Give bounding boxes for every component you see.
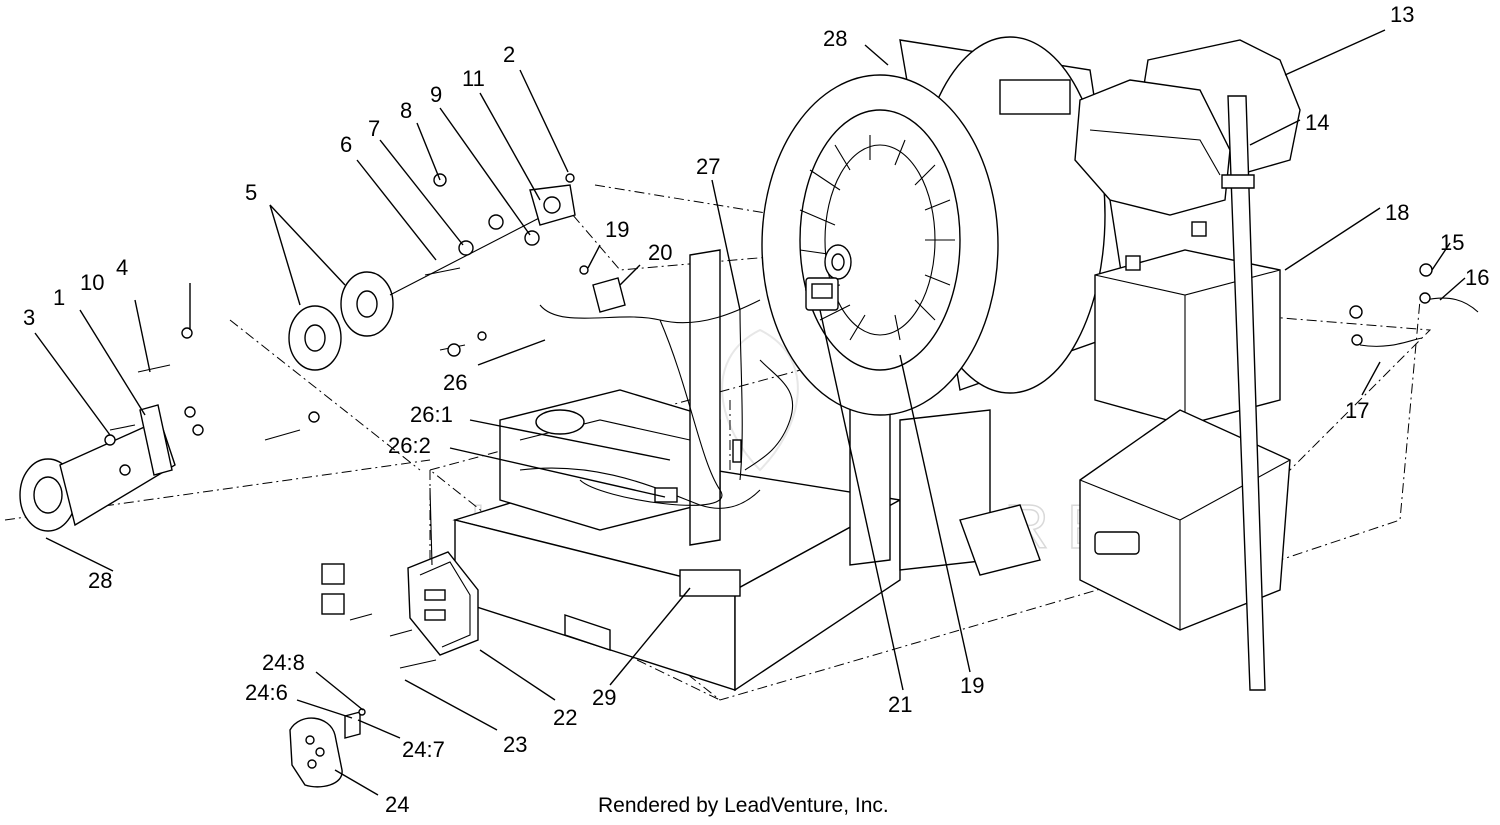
callout-7: 7 <box>368 116 380 141</box>
battery-cables <box>1349 263 1479 347</box>
callout-13: 13 <box>1390 2 1414 27</box>
callout-6: 6 <box>340 132 352 157</box>
callout-27: 27 <box>696 154 720 179</box>
callout-5: 5 <box>245 180 257 205</box>
relay-and-harness <box>519 265 794 509</box>
battery-strap <box>1221 95 1266 691</box>
controller-module <box>321 487 479 669</box>
callout-15: 15 <box>1440 230 1464 255</box>
callout-24-6: 24:6 <box>245 680 288 705</box>
remote-pendant <box>289 708 366 788</box>
callout-labels: 13 28 2 11 9 8 7 6 5 4 10 1 3 27 19 20 1… <box>23 2 1489 817</box>
drive-coupler-assembly <box>19 173 576 532</box>
callout-14: 14 <box>1305 110 1329 135</box>
callout-23: 23 <box>503 732 527 757</box>
chassis-tray <box>452 389 903 692</box>
callout-26: 26 <box>443 370 467 395</box>
callout-28-left: 28 <box>88 568 112 593</box>
callout-26-2: 26:2 <box>388 433 431 458</box>
callout-29: 29 <box>592 685 616 710</box>
watermark-logo-icon <box>721 328 799 472</box>
callout-8: 8 <box>400 98 412 123</box>
callout-19-top: 19 <box>605 217 629 242</box>
callout-22: 22 <box>553 705 577 730</box>
battery-tray <box>1079 409 1291 631</box>
callout-19-bottom: 19 <box>960 673 984 698</box>
callout-24: 24 <box>385 792 409 817</box>
callout-1: 1 <box>53 285 65 310</box>
callout-24-8: 24:8 <box>262 650 305 675</box>
blower-housing <box>761 36 1131 416</box>
callout-21: 21 <box>888 692 912 717</box>
callout-3: 3 <box>23 305 35 330</box>
callout-10: 10 <box>80 270 104 295</box>
callout-4: 4 <box>116 255 128 280</box>
callout-leaders <box>34 29 1466 796</box>
callout-26-1: 26:1 <box>410 402 453 427</box>
callout-28-top: 28 <box>823 26 847 51</box>
battery <box>1094 221 1281 426</box>
callout-24-7: 24:7 <box>402 737 445 762</box>
render-credit: Rendered by LeadVenture, Inc. <box>598 794 889 817</box>
callout-16: 16 <box>1465 265 1489 290</box>
callout-20: 20 <box>648 240 672 265</box>
callout-17: 17 <box>1345 398 1369 423</box>
callout-9: 9 <box>430 82 442 107</box>
callout-11: 11 <box>462 66 485 91</box>
callout-18: 18 <box>1385 200 1409 225</box>
callout-2: 2 <box>503 42 515 67</box>
switch <box>805 277 839 311</box>
air-cleaner-cover <box>1074 39 1301 216</box>
